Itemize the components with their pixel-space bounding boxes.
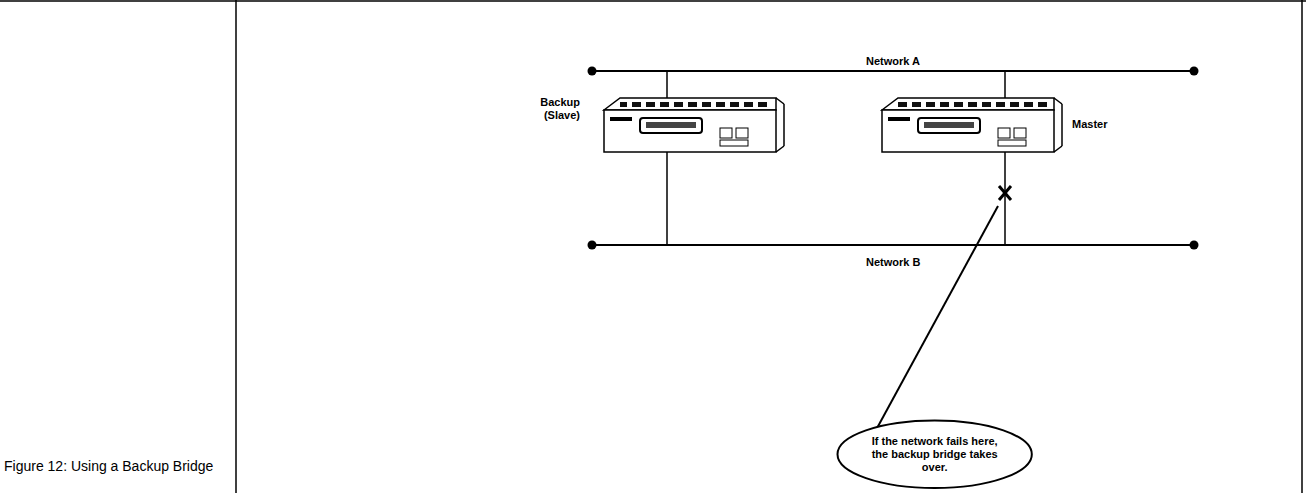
network-line — [592, 70, 1194, 72]
network-label: Network B — [864, 256, 922, 269]
bridge-device — [882, 98, 1062, 152]
figure-caption: Figure 12: Using a Backup Bridge — [4, 458, 219, 474]
leader-line — [876, 206, 998, 430]
network-label: Network A — [864, 55, 922, 68]
bridge-device — [604, 98, 784, 152]
failure-mark — [999, 186, 1011, 200]
network-end — [588, 241, 597, 250]
drop-line — [1004, 150, 1006, 245]
device-label: Backup (Slave) — [508, 96, 582, 122]
frame-line — [1301, 0, 1303, 493]
callout-text: If the network fails here, the backup br… — [870, 435, 999, 474]
network-end — [1190, 67, 1199, 76]
callout-ellipse: If the network fails here, the backup br… — [836, 419, 1033, 490]
drop-line — [666, 150, 668, 245]
device-label: Master — [1070, 118, 1109, 131]
frame-line — [0, 0, 1306, 2]
network-end — [1190, 241, 1199, 250]
network-line — [592, 244, 1194, 246]
frame-line — [235, 0, 237, 493]
network-end — [588, 67, 597, 76]
